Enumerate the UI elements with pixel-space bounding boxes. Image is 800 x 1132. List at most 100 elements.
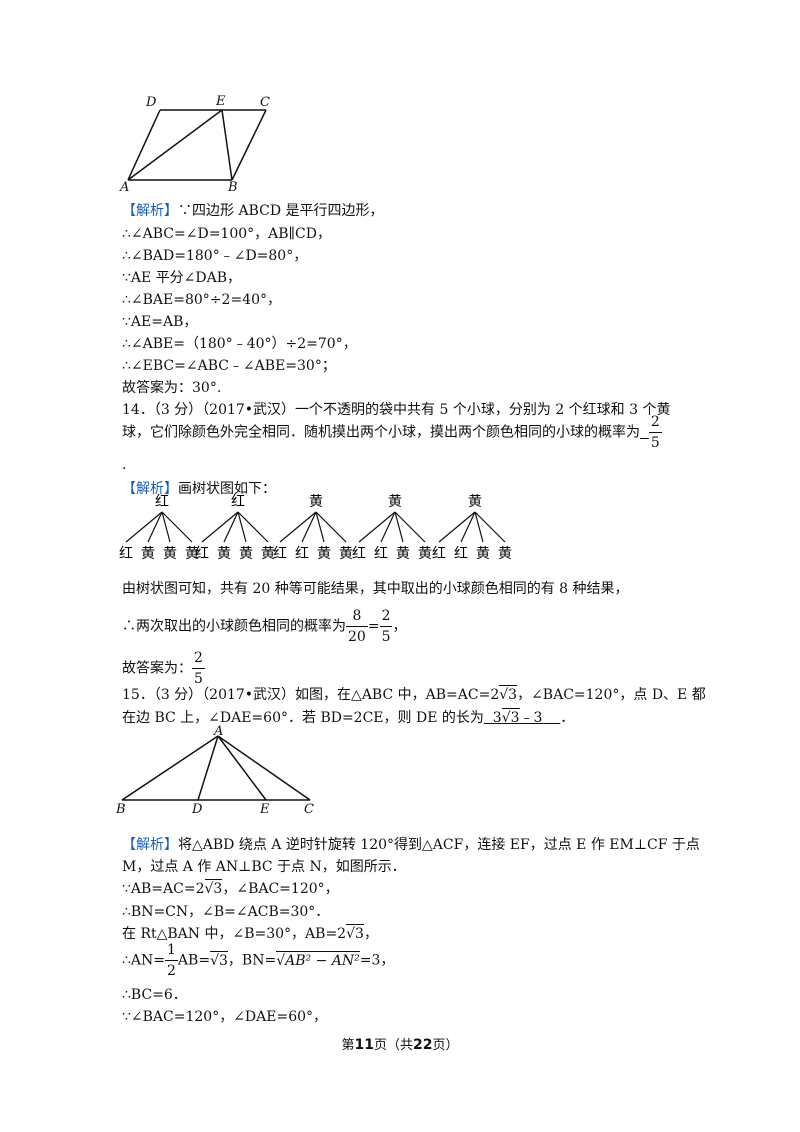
tree-leaf-label: 红 [273, 546, 287, 562]
tree-leaf-label: 红 [432, 546, 446, 562]
tree-branch [394, 511, 404, 543]
tree-leaf-label: 红 [454, 546, 468, 562]
solution-13-line-1: 【解析】∵四边形 ABCD 是平行四边形， [122, 203, 384, 219]
label-a: A [213, 724, 223, 739]
segment-be [221, 109, 233, 181]
tree-branch [358, 511, 396, 543]
label-e: E [259, 802, 270, 814]
label-d: D [145, 95, 157, 110]
sqrt-expression: √AB² − AN² [276, 950, 360, 969]
solution-13-line-3: ∴∠BAD=180°﹣∠D=80°， [122, 248, 308, 264]
tree-branch [380, 511, 396, 543]
label-c: C [260, 95, 270, 110]
tree-leaf-label: 黄 [217, 545, 231, 562]
solution-13-line-6: ∵AE=AB， [122, 314, 198, 330]
tree-leaf-label: 黄 [163, 545, 177, 562]
tree-leaf-label: 红 [295, 546, 309, 562]
solution-15-line-5: 在 Rt△BAN 中，∠B=30°，AB=2√3， [122, 924, 378, 942]
solution-13-answer: 故答案为：30°. [122, 380, 222, 396]
segment-ab [121, 735, 219, 801]
tree-branch [301, 511, 317, 543]
analysis-tag: 【解析】 [122, 481, 178, 497]
label-b: B [227, 180, 238, 192]
tree-leaf-label: 黄 [498, 545, 512, 562]
tree-diagram: 红红黄黄黄红红黄黄黄黄红红黄黄黄红红黄黄黄红红黄黄 [119, 493, 512, 562]
tree-branch [125, 511, 163, 543]
question-14-period: . [122, 457, 127, 473]
question-15-line-2: 在边 BC 上，∠DAE=60°．若 BD=2CE，则 DE 的长为 3√3﹣3… [122, 708, 575, 726]
answer-blank: 3√3﹣3 [492, 708, 543, 726]
solution-15-line-7: ∴BC=6． [122, 987, 187, 1003]
solution-15-line-3: ∵AB=AC=2√3，∠BAC=120°， [122, 879, 339, 897]
tree-leaf-label: 黄 [396, 545, 410, 562]
tree-leaf-label: 黄 [185, 545, 199, 562]
segment-ae [127, 109, 223, 181]
segment-ae [217, 735, 267, 801]
tree-leaf-label: 红 [374, 546, 388, 562]
tree-root-label: 黄 [468, 493, 482, 510]
page-footer: 第11页（共22页） [341, 1037, 459, 1053]
tree-branch [237, 511, 247, 543]
tree-leaf-label: 红 [195, 546, 209, 562]
segment-ac [217, 735, 311, 801]
segment-bc [231, 109, 267, 181]
tree-branch [394, 511, 426, 543]
tree-branch [223, 511, 239, 543]
tree-leaf-label: 黄 [141, 545, 155, 562]
solution-13-line-5: ∴∠BAE=80°÷2=40°， [122, 292, 281, 308]
analysis-tag: 【解析】 [122, 837, 178, 853]
tree-root-label: 黄 [388, 493, 402, 510]
tree-leaf-label: 黄 [339, 545, 353, 562]
question-14-line-1: 14．（3 分）（2017•武汉）一个不透明的袋中共有 5 个小球，分别为 2 … [122, 402, 671, 418]
sqrt-3: √3 [499, 685, 518, 703]
tree-leaf-label: 黄 [261, 545, 275, 562]
tree-leaf-label: 黄 [418, 545, 432, 562]
tree-leaf-label: 红 [119, 546, 133, 562]
tree-branch [237, 511, 269, 543]
tree-branch [279, 511, 317, 543]
page-number: 11 [354, 1037, 374, 1053]
solution-15-line-8: ∵∠BAC=120°，∠DAE=60°， [122, 1009, 328, 1025]
segment-ad [127, 109, 161, 181]
solution-14-line-1: 由树状图可知，共有 20 种等可能结果，其中取出的小球颜色相同的有 8 种结果， [122, 581, 629, 597]
analysis-tag: 【解析】 [122, 203, 178, 219]
tree-branch [161, 511, 193, 543]
tree-branch [474, 511, 484, 543]
tree-root-label: 红 [231, 494, 245, 510]
solution-14-intro: 【解析】画树状图如下： [122, 481, 276, 497]
solution-15-line-1: 【解析】将△ABD 绕点 A 逆时针旋转 120°得到△ACF，连接 EF，过点… [122, 837, 700, 853]
triangle-figure: A B D E C [115, 724, 314, 814]
tree-branch [161, 511, 171, 543]
tree-branch [315, 511, 325, 543]
tree-branch [147, 511, 163, 543]
tree-root-label: 红 [155, 494, 169, 510]
tree-branch [201, 511, 239, 543]
segment-ad [197, 735, 219, 801]
tree-leaf-label: 黄 [317, 545, 331, 562]
question-15-line-1: 15．（3 分）（2017•武汉）如图，在△ABC 中，AB=AC=2√3，∠B… [122, 685, 706, 703]
tree-branch [474, 511, 506, 543]
solution-13-line-4: ∵AE 平分∠DAB， [122, 270, 242, 286]
label-c: C [304, 802, 314, 814]
tree-branch [438, 511, 476, 543]
parallelogram-figure: D E C A B [119, 94, 270, 192]
solution-13-line-2: ∴∠ABC=∠D=100°，AB∥CD， [122, 226, 331, 242]
tree-leaf-label: 黄 [476, 545, 490, 562]
page-total: 22 [413, 1037, 433, 1053]
tree-leaf-label: 红 [352, 546, 366, 562]
solution-15-line-4: ∴BN=CN，∠B=∠ACB=30°． [122, 904, 330, 920]
tree-branch [460, 511, 476, 543]
label-e: E [215, 94, 226, 109]
tree-root-label: 黄 [309, 493, 323, 510]
label-b: B [115, 802, 126, 814]
solution-13-line-7: ∴∠ABE=（180°﹣40°）÷2=70°， [122, 336, 357, 352]
